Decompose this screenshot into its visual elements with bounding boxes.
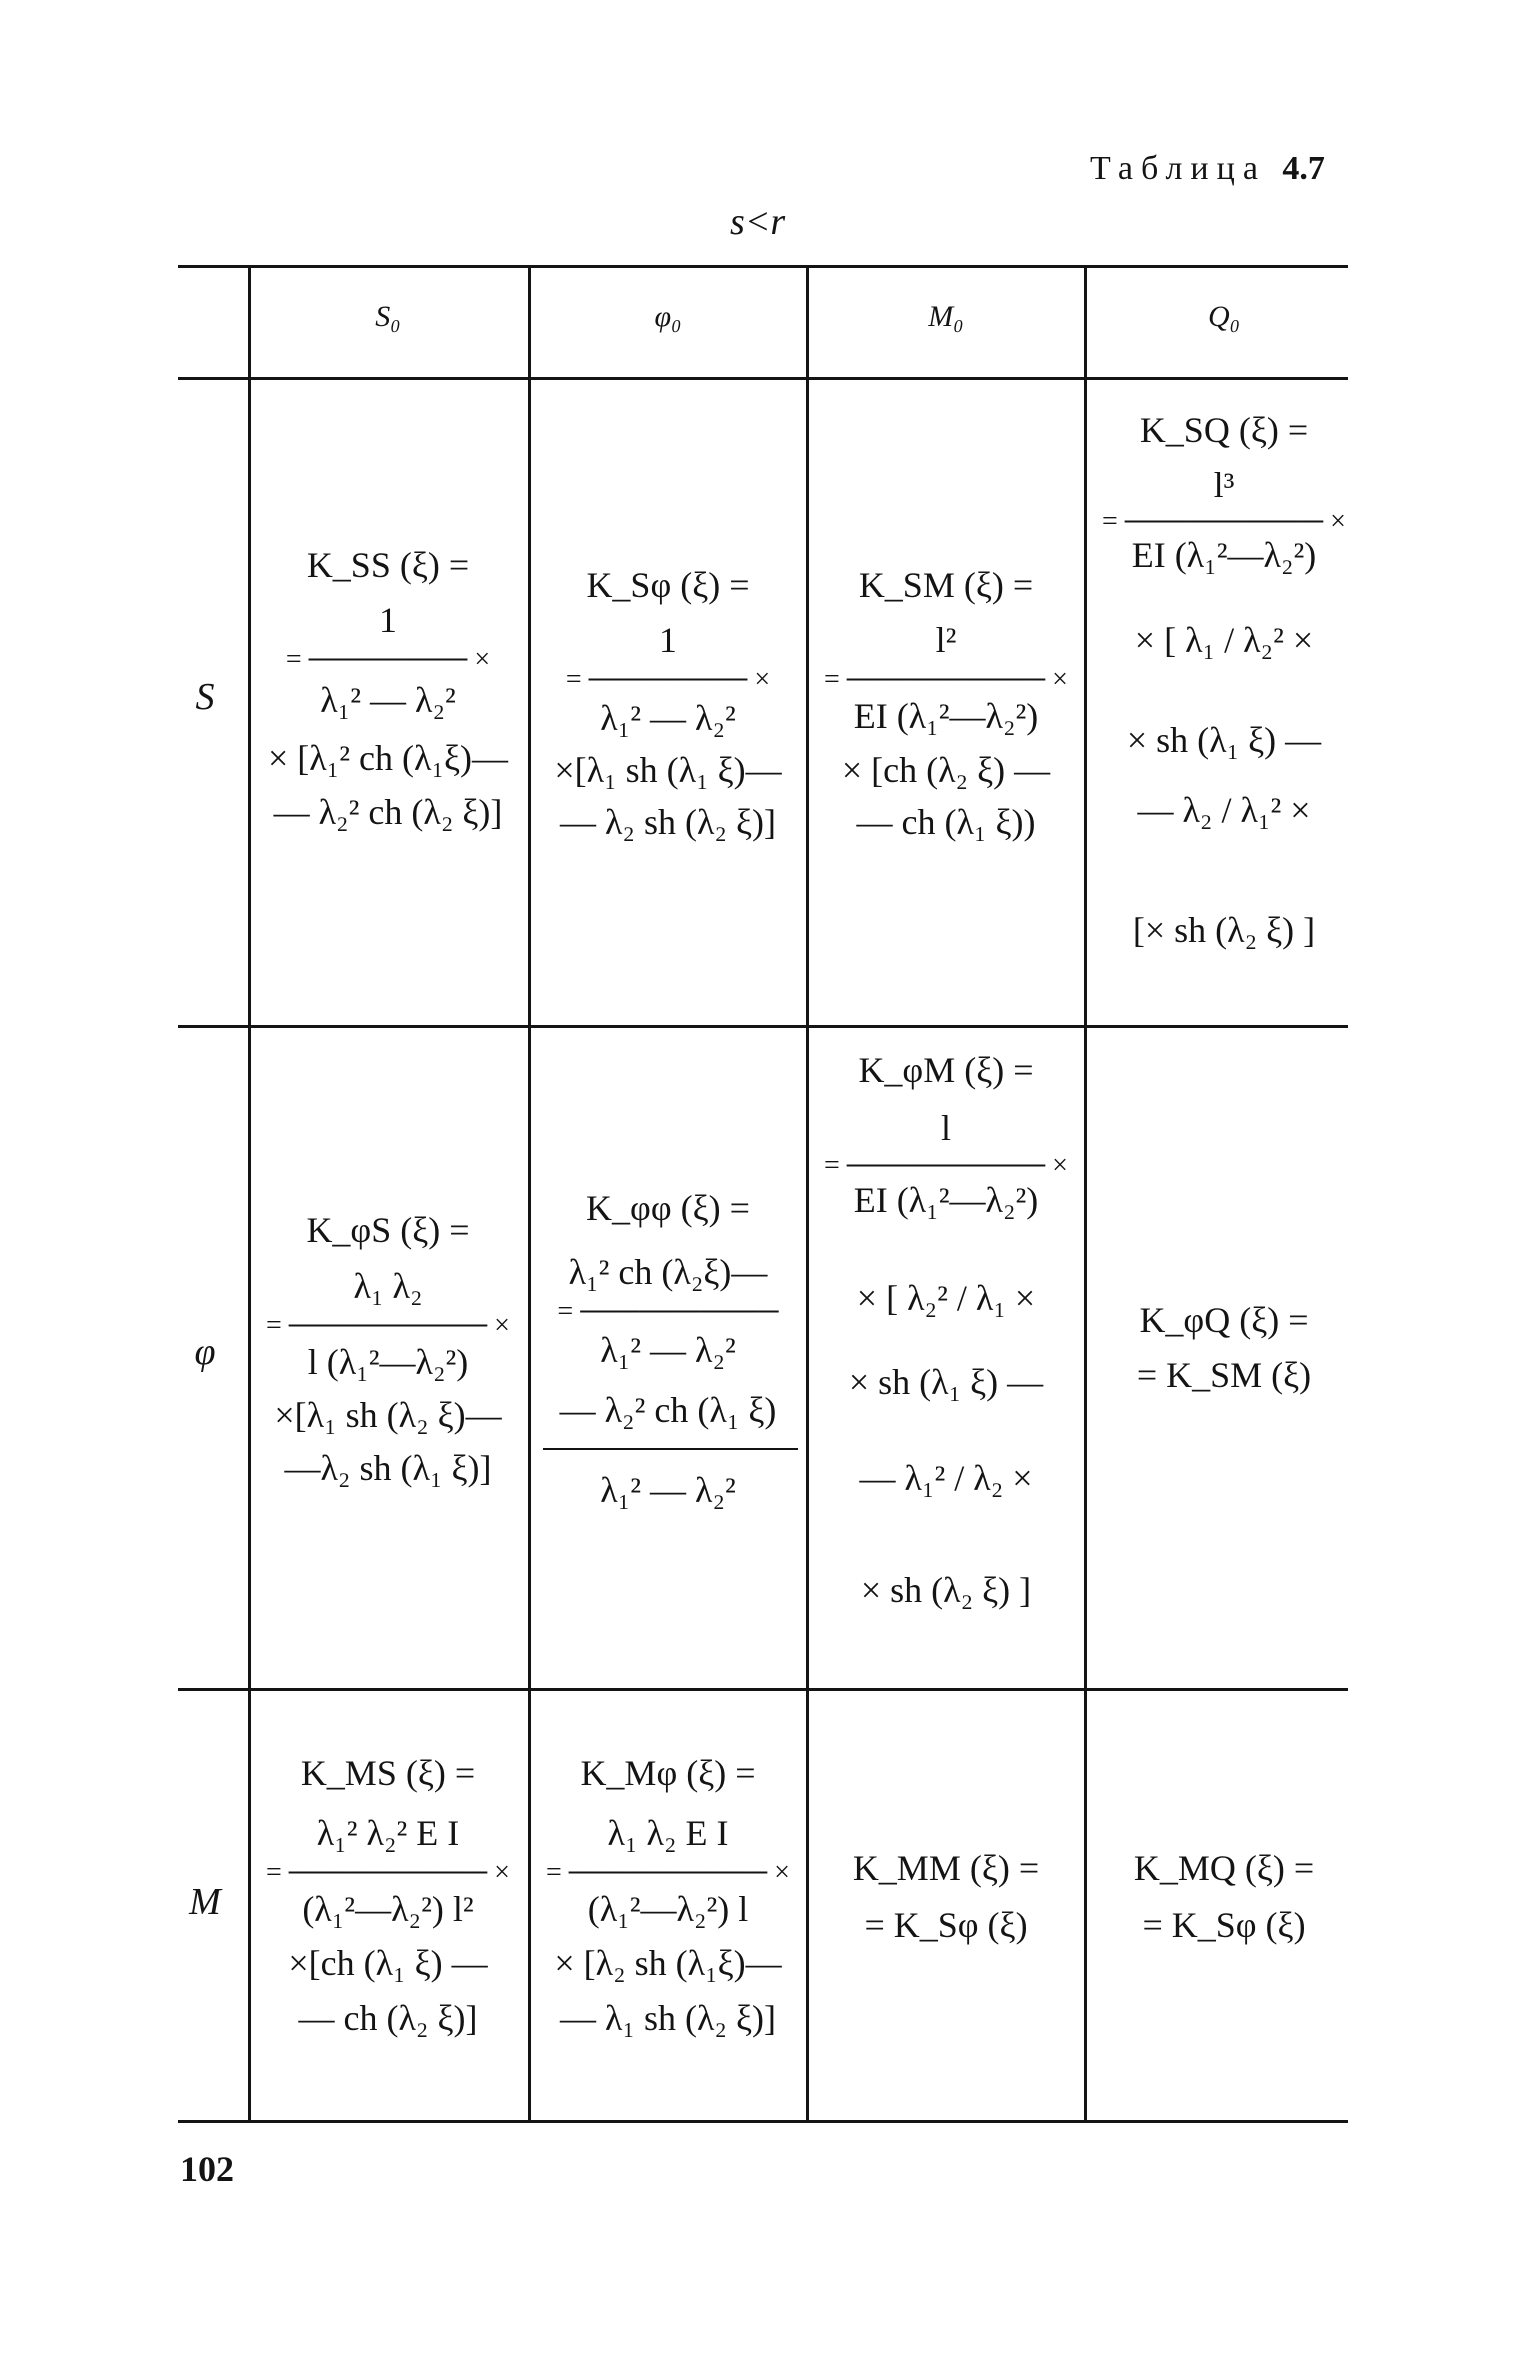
formula-line: K_MQ (ξ) = (1133, 1848, 1315, 1888)
formula-line: = K_SM (ξ) (1136, 1355, 1312, 1395)
col-rule-4 (1084, 265, 1087, 2120)
formula-line: λ₁² — λ₂² (600, 1330, 736, 1370)
formula-line: — λ₁ sh (λ₂ ξ)] (559, 1998, 777, 2038)
rule-bottom (178, 2120, 1348, 2123)
formula-line: K_Mφ (ξ) = (580, 1753, 756, 1793)
formula-line: K_φS (ξ) = (306, 1210, 470, 1250)
cell-m-phi0: K_Mφ (ξ) = λ₁ λ₂ E I = ────────── × (λ₁²… (533, 1693, 803, 2118)
formula-line: (λ₁²—λ₂²) l² (302, 1889, 474, 1929)
formula-line: = ────────── × (824, 1150, 1068, 1181)
formula-line: λ₁ λ₂ (353, 1266, 423, 1306)
header-s0: S₀ (375, 300, 401, 333)
formula-line: — λ₂ / λ₁² × (1137, 790, 1311, 830)
caption-word: Таблица (1090, 150, 1266, 187)
formula-line: [× sh (λ₂ ξ) ] (1132, 910, 1316, 950)
cell-phi-m0: K_φM (ξ) = l = ────────── × EI (λ₁²—λ₂²)… (811, 1030, 1081, 1685)
col-rule-1 (248, 265, 251, 2120)
formula-line: × sh (λ₁ ξ) — (848, 1362, 1044, 1402)
cell-m-m0: K_MM (ξ) = = K_Sφ (ξ) (811, 1693, 1081, 2118)
row-label-phi: φ (194, 1331, 216, 1373)
formula-line: × [λ₁² ch (λ₁ξ)— (267, 738, 509, 778)
formula-line: l (940, 1108, 951, 1148)
formula-line: = K_Sφ (ξ) (1142, 1905, 1306, 1945)
header-phi0: φ₀ (654, 300, 682, 333)
formula-line: × [ch (λ₂ ξ) — (841, 750, 1051, 790)
formula-line: λ₁² λ₂² E I (316, 1813, 460, 1853)
formula-line: (λ₁²—λ₂²) l (587, 1889, 749, 1929)
formula-line: K_SM (ξ) = (858, 565, 1034, 605)
formula-line: × [λ₂ sh (λ₁ξ)— (554, 1943, 782, 1983)
formula-line: λ₁² — λ₂² (600, 698, 736, 738)
formula-line: 1 (659, 620, 677, 660)
col-rule-2 (528, 265, 531, 2120)
formula-line: = ────────── × (824, 664, 1068, 695)
rule-top (178, 265, 1348, 268)
row-label-m: M (189, 1881, 221, 1923)
formula-line: — λ₂² ch (λ₂ ξ)] (273, 792, 503, 832)
cell-s-m0: K_SM (ξ) = l² = ────────── × EI (λ₁²—λ₂²… (811, 380, 1081, 1020)
rule-row2 (178, 1688, 1348, 1691)
formula-line: l² (935, 620, 957, 660)
formula-line: × [ λ₂² / λ₁ × (856, 1278, 1036, 1318)
formula-line: EI (λ₁²—λ₂²) (1131, 535, 1317, 575)
cell-m-s0: K_MS (ξ) = λ₁² λ₂² E I = ────────── × (λ… (253, 1693, 523, 2118)
cell-m-q0: K_MQ (ξ) = = K_Sφ (ξ) (1089, 1693, 1359, 2118)
table-caption: Таблица 4.7 (1090, 150, 1325, 188)
formula-line: K_φM (ξ) = (858, 1050, 1034, 1090)
header-m0: M₀ (928, 300, 964, 333)
formula-line: K_MM (ξ) = (852, 1848, 1040, 1888)
cell-s-s0: K_SS (ξ) = 1 = ──────── × λ₁² — λ₂² × [λ… (253, 380, 523, 1020)
formula-line: λ₁² ch (λ₂ξ)— (568, 1252, 768, 1292)
cell-s-phi0: K_Sφ (ξ) = 1 = ──────── × λ₁² — λ₂² ×[λ₁… (533, 380, 803, 1020)
page-number: 102 (180, 2149, 234, 2189)
formula-line: λ₁ λ₂ E I (607, 1813, 729, 1853)
formula-line: — λ₂² ch (λ₁ ξ) (559, 1390, 777, 1430)
formula-line: l³ (1213, 465, 1235, 505)
formula-line: —λ₂ sh (λ₁ ξ)] (284, 1448, 492, 1488)
formula-line: = ────────── × (1102, 506, 1346, 537)
formula-line: — λ₁² / λ₂ × (859, 1458, 1033, 1498)
formula-line: = ────────── (557, 1296, 779, 1327)
formula-line: × [ λ₁ / λ₂² × (1134, 620, 1314, 660)
formula-line: ×[ch (λ₁ ξ) — (288, 1943, 488, 1983)
rule-header (178, 377, 1348, 380)
formula-line: × sh (λ₁ ξ) — (1126, 720, 1322, 760)
formula-line: = ────────── × (266, 1857, 510, 1888)
formula-line: EI (λ₁²—λ₂²) (853, 696, 1039, 736)
formula-line: — ch (λ₂ ξ)] (298, 1998, 478, 2038)
formula-line: λ₁² — λ₂² (320, 680, 456, 720)
formula-line: — ch (λ₁ ξ)) (856, 802, 1036, 842)
formula-line: K_Sφ (ξ) = (586, 565, 750, 605)
cell-phi-phi0: K_φφ (ξ) = λ₁² ch (λ₂ξ)— = ────────── λ₁… (533, 1030, 803, 1685)
formula-line: — λ₂ sh (λ₂ ξ)] (559, 802, 777, 842)
formula-line: = ──────── × (285, 644, 491, 675)
row-label-s: S (195, 676, 215, 718)
header-q0: Q₀ (1207, 300, 1241, 333)
formula-line: λ₁² — λ₂² (600, 1470, 736, 1510)
cell-phi-s0: K_φS (ξ) = λ₁ λ₂ = ────────── × l (λ₁²—λ… (253, 1030, 523, 1685)
caption-number: 4.7 (1282, 150, 1325, 187)
cell-s-q0: K_SQ (ξ) = l³ = ────────── × EI (λ₁²—λ₂²… (1089, 380, 1359, 1020)
formula-line: = ────────── × (546, 1857, 790, 1888)
fraction-bar (543, 1448, 798, 1450)
formula-line: = ────────── × (266, 1310, 510, 1341)
formula-line: ×[λ₁ sh (λ₁ ξ)— (554, 750, 782, 790)
formula-line: K_SS (ξ) = (306, 545, 470, 585)
rule-row1 (178, 1025, 1348, 1028)
formula-line: K_MS (ξ) = (300, 1753, 476, 1793)
col-rule-3 (806, 265, 809, 2120)
formula-line: l (λ₁²—λ₂²) (307, 1342, 469, 1382)
formula-line: 1 (379, 600, 397, 640)
formula-line: = K_Sφ (ξ) (864, 1905, 1028, 1945)
cell-phi-q0: K_φQ (ξ) = = K_SM (ξ) (1089, 1030, 1359, 1685)
formula-line: × sh (λ₂ ξ) ] (860, 1570, 1032, 1610)
formula-line: EI (λ₁²—λ₂²) (853, 1180, 1039, 1220)
formula-line: ×[λ₁ sh (λ₂ ξ)— (274, 1395, 502, 1435)
condition-label: s<r (730, 201, 786, 243)
formula-line: K_φQ (ξ) = (1139, 1300, 1309, 1340)
formula-line: K_SQ (ξ) = (1139, 410, 1309, 450)
formula-line: K_φφ (ξ) = (586, 1188, 750, 1228)
formula-line: = ──────── × (565, 664, 771, 695)
